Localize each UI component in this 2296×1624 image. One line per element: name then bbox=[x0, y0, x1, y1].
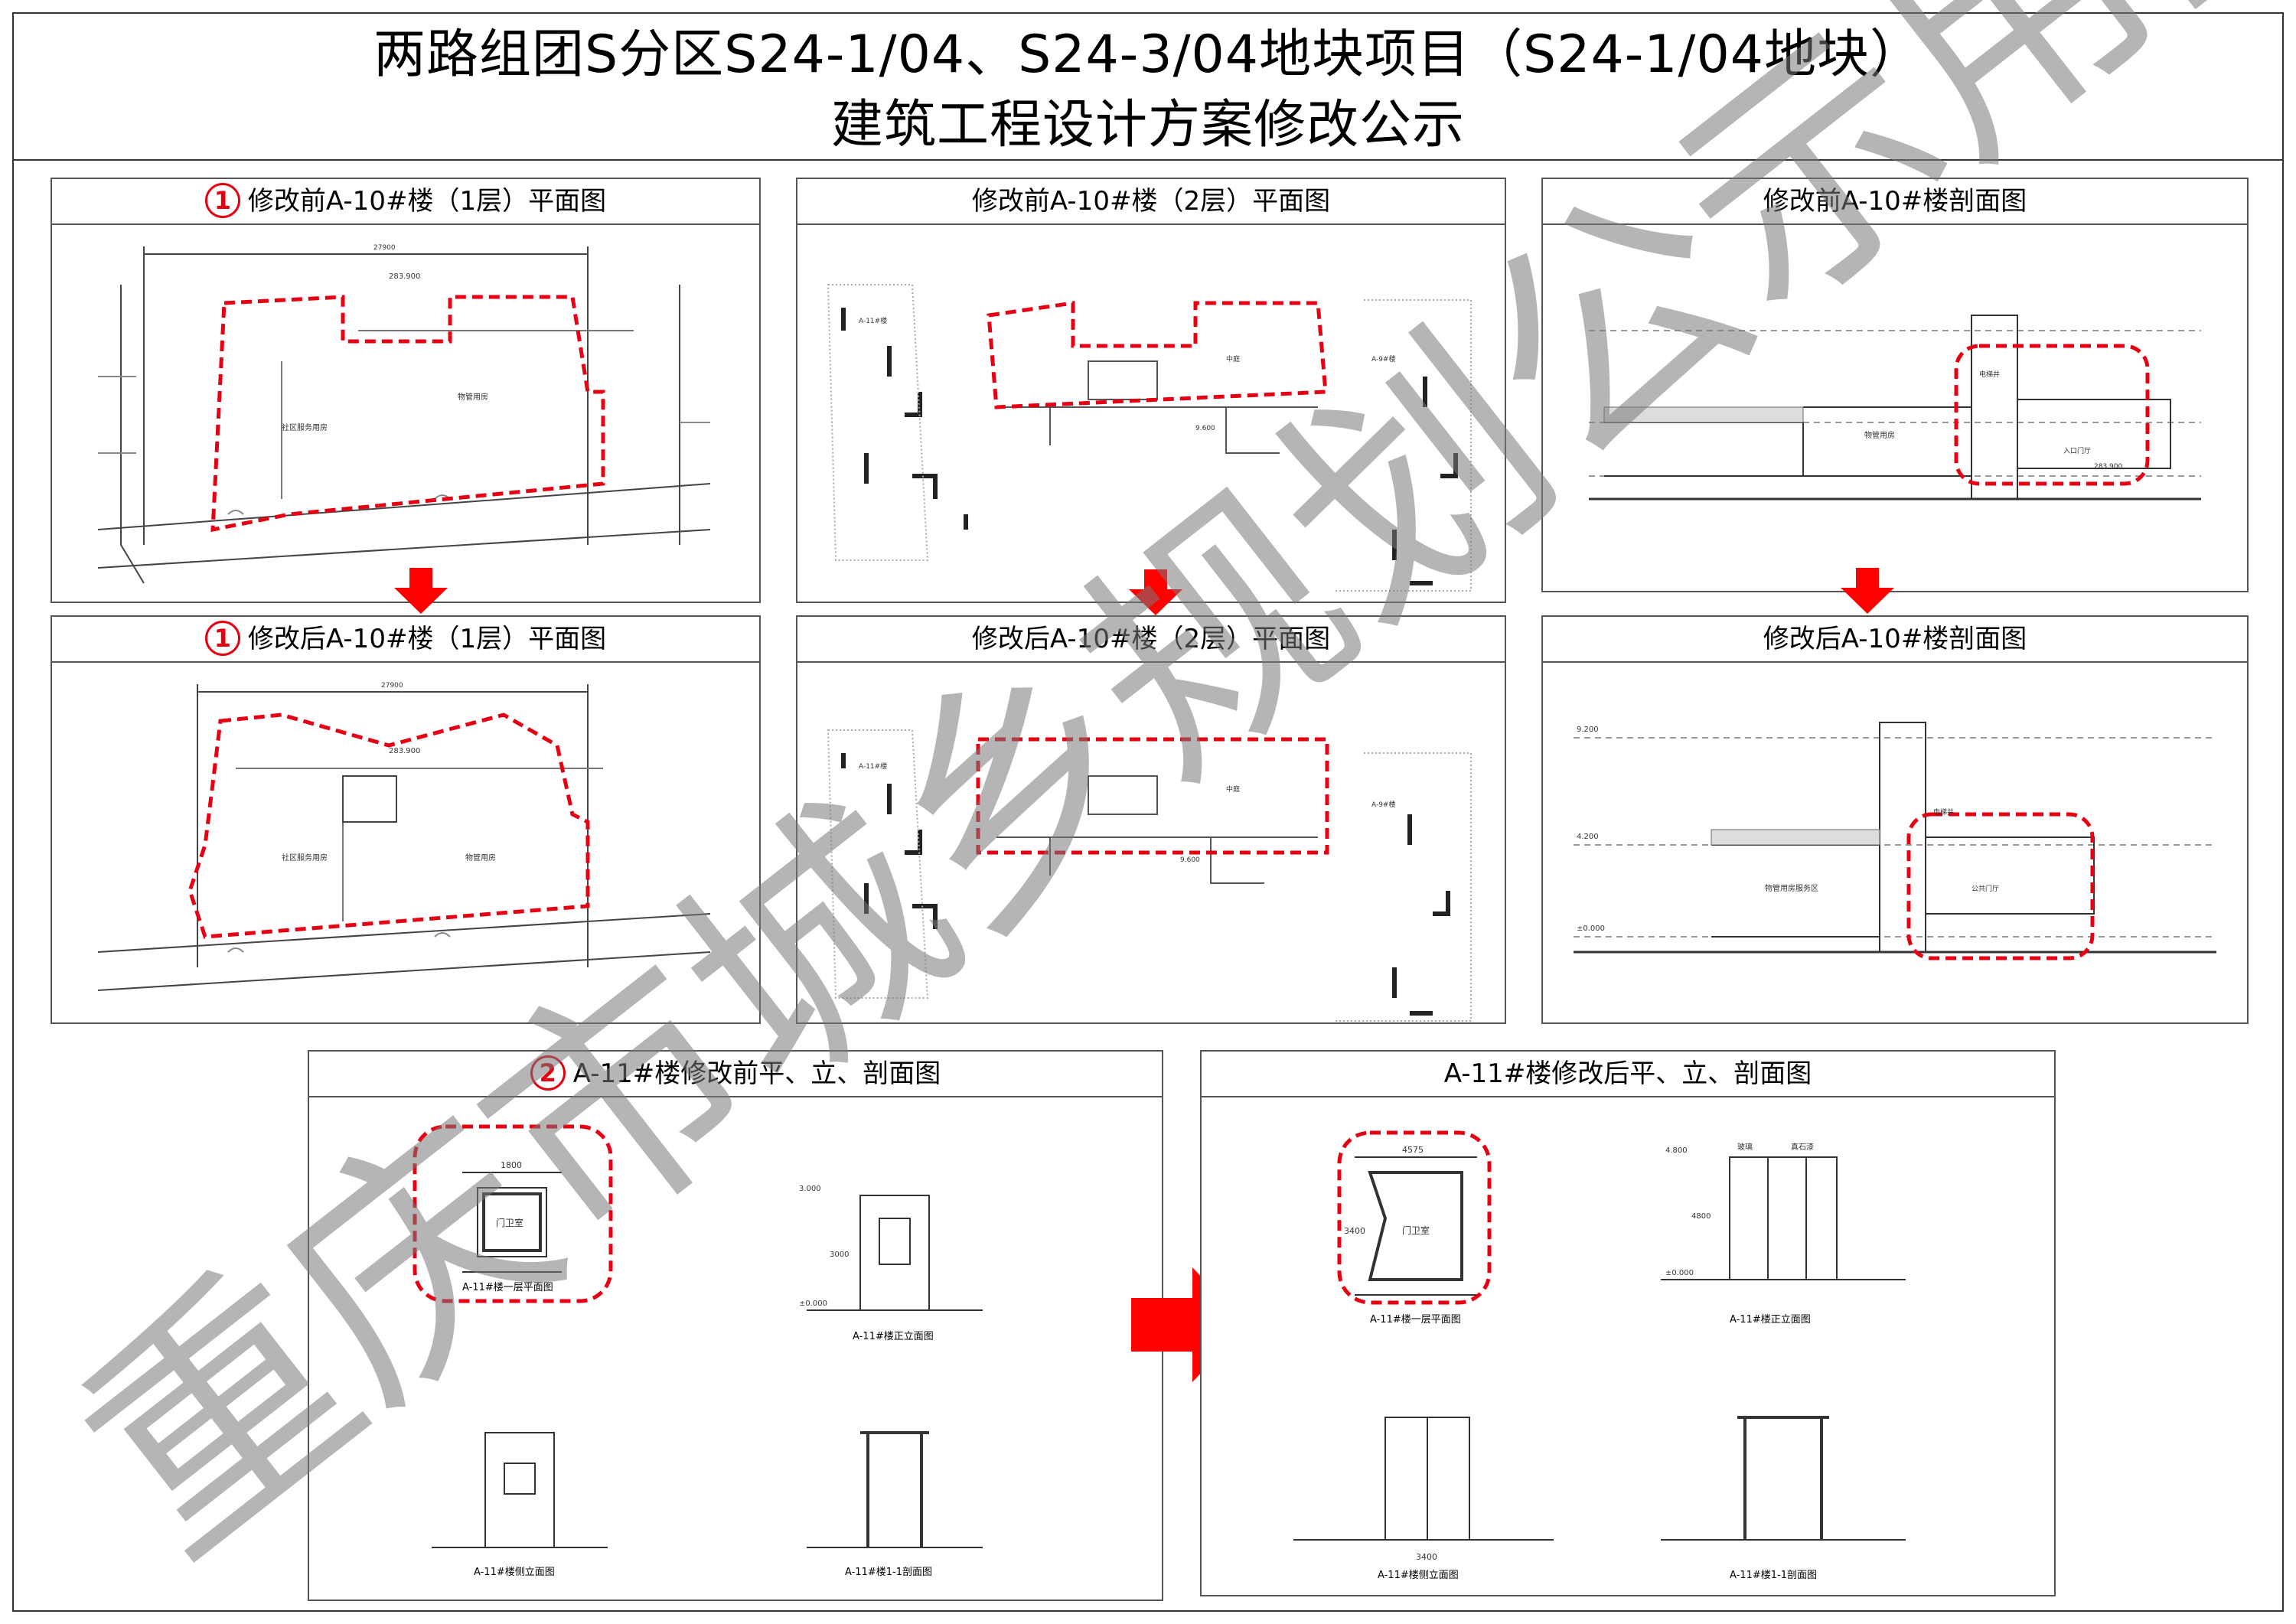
building-label: A-11#楼 bbox=[859, 761, 887, 771]
panel-title: 修改前A-10#楼（2层）平面图 bbox=[797, 179, 1505, 225]
room-label: 中庭 bbox=[1226, 354, 1240, 364]
title-line-2: 建筑工程设计方案修改公示 bbox=[830, 95, 1465, 155]
title-line-1: 两路组团S分区S24-1/04、S24-3/04地块项目（S24-1/04地块） bbox=[373, 24, 1923, 85]
panel-title: A-11#楼修改后平、立、剖面图 bbox=[1202, 1052, 2054, 1097]
drawing-caption: A-11#楼1-1剖面图 bbox=[1730, 1570, 1817, 1581]
dimension-label: 1800 bbox=[501, 1160, 522, 1170]
building-label: A-11#楼 bbox=[859, 316, 887, 325]
dimension-label: 3000 bbox=[830, 1251, 849, 1259]
drawing-caption: A-11#楼侧立面图 bbox=[474, 1567, 555, 1578]
room-label: 物管用房 bbox=[465, 853, 496, 863]
panel-title-text: 修改前A-10#楼（1层）平面图 bbox=[247, 186, 607, 217]
floor-plan-drawing: 社区服务用房 物管用房 283.900 27900 bbox=[97, 244, 711, 584]
panel-title-text: 修改前A-10#楼剖面图 bbox=[1763, 186, 2027, 217]
panel-title-text: 修改后A-10#楼（2层）平面图 bbox=[971, 624, 1331, 654]
elevation-label: ±0.000 bbox=[799, 1300, 827, 1308]
room-label: 物管用房 bbox=[1864, 430, 1895, 440]
panel-title-text: A-11#楼修改后平、立、剖面图 bbox=[1443, 1058, 1812, 1089]
stair-label: 电梯井 bbox=[1979, 370, 2000, 379]
step-badge: 2 bbox=[530, 1055, 566, 1091]
panel-title-text: 修改后A-10#楼剖面图 bbox=[1763, 624, 2027, 654]
room-label: 公共门厅 bbox=[1971, 884, 1999, 893]
panel-after-a11-drawings: A-11#楼修改后平、立、剖面图 门卫室 4575 3400 A-11#楼一层平… bbox=[1200, 1050, 2056, 1596]
floor-plan-drawing: 社区服务用房 物管用房 283.900 27900 bbox=[97, 682, 711, 991]
arrow-down-icon bbox=[1841, 568, 1894, 614]
elevation-label: 9.200 bbox=[1577, 726, 1599, 734]
room-label: 入口门厅 bbox=[2063, 446, 2091, 455]
room-label: 社区服务用房 bbox=[282, 853, 328, 863]
room-label: 门卫室 bbox=[496, 1217, 523, 1228]
elevation-label: 283.900 bbox=[389, 272, 420, 281]
room-label: 门卫室 bbox=[1402, 1225, 1430, 1236]
drawing-caption: A-11#楼一层平面图 bbox=[1370, 1314, 1461, 1326]
section-drawing: 物管用房服务区 电梯井 公共门厅 9.200 4.200 ±0.000 bbox=[1574, 722, 2216, 960]
elevation-label: 3.000 bbox=[799, 1185, 821, 1193]
step-badge: 1 bbox=[204, 620, 240, 656]
title-block: 两路组团S分区S24-1/04、S24-3/04地块项目（S24-1/04地块）… bbox=[12, 12, 2284, 161]
elevation-label: 4.800 bbox=[1665, 1146, 1688, 1155]
gatehouse-drawings: 门卫室 1800 A-11#楼一层平面图 A-11#楼正立面图 A-11#楼侧立… bbox=[413, 1124, 983, 1578]
room-label: 中庭 bbox=[1226, 784, 1240, 794]
dimension-label: 3400 bbox=[1416, 1552, 1437, 1562]
room-label: 物管用房 bbox=[458, 392, 488, 402]
panel-before-a10-2f-plan: 修改前A-10#楼（2层）平面图 A-11#楼 A-9#楼 中庭 9.600 bbox=[796, 178, 1506, 603]
panel-title-text: A-11#楼修改前平、立、剖面图 bbox=[572, 1058, 941, 1089]
panel-before-a10-section: 修改前A-10#楼剖面图 物管用房 电梯井 入口门厅 283.900 bbox=[1541, 178, 2249, 592]
building-label: A-9#楼 bbox=[1371, 354, 1395, 364]
panel-title-text: 修改前A-10#楼（2层）平面图 bbox=[971, 186, 1331, 217]
drawing-caption: A-11#楼一层平面图 bbox=[462, 1282, 553, 1293]
dimension-label: 4575 bbox=[1402, 1145, 1424, 1155]
dimension-label: 27900 bbox=[381, 682, 403, 690]
dimension-label: 3400 bbox=[1344, 1226, 1365, 1236]
panel-title: 修改后A-10#楼（2层）平面图 bbox=[797, 617, 1505, 663]
stair-label: 电梯井 bbox=[1933, 807, 1954, 817]
room-label: 社区服务用房 bbox=[282, 422, 328, 432]
panel-title: 修改后A-10#楼剖面图 bbox=[1543, 617, 2247, 663]
panel-title: 修改前A-10#楼剖面图 bbox=[1543, 179, 2247, 225]
drawing-sheet-border bbox=[12, 12, 2284, 1612]
drawing-caption: A-11#楼正立面图 bbox=[1730, 1314, 1811, 1326]
panel-title-text: 修改后A-10#楼（1层）平面图 bbox=[247, 624, 607, 654]
drawing-caption: A-11#楼正立面图 bbox=[853, 1331, 934, 1342]
building-label: A-9#楼 bbox=[1371, 800, 1395, 809]
elevation-label: 4.200 bbox=[1577, 833, 1599, 841]
elevation-label: 9.600 bbox=[1180, 856, 1200, 864]
dimension-label: 27900 bbox=[373, 244, 396, 252]
drawing-caption: A-11#楼1-1剖面图 bbox=[845, 1567, 932, 1578]
material-label: 玻璃 bbox=[1737, 1142, 1753, 1152]
arrow-down-icon bbox=[394, 568, 448, 614]
elevation-label: 9.600 bbox=[1195, 425, 1215, 432]
elevation-label: ±0.000 bbox=[1665, 1269, 1694, 1277]
arrow-down-icon bbox=[1129, 569, 1182, 615]
elevation-label: 283.900 bbox=[389, 747, 420, 755]
drawing-caption: A-11#楼侧立面图 bbox=[1378, 1570, 1459, 1581]
elevation-label: ±0.000 bbox=[1577, 925, 1605, 933]
elevation-label: 283.900 bbox=[2094, 463, 2122, 471]
section-drawing: 物管用房 电梯井 入口门厅 283.900 bbox=[1589, 315, 2201, 501]
floor-plan-drawing: A-11#楼 A-9#楼 中庭 9.600 bbox=[827, 729, 1472, 1022]
panel-after-a10-2f-plan: 修改后A-10#楼（2层）平面图 A-11#楼 A-9#楼 中庭 9.600 bbox=[796, 615, 1506, 1024]
floor-plan-drawing: A-11#楼 A-9#楼 中庭 9.600 bbox=[827, 284, 1472, 592]
room-label: 物管用房服务区 bbox=[1765, 883, 1818, 893]
panel-after-a10-section: 修改后A-10#楼剖面图 物管用房服务区 电梯井 公共门厅 9.200 4.20… bbox=[1541, 615, 2249, 1024]
material-label: 真石漆 bbox=[1791, 1142, 1814, 1152]
dimension-label: 4800 bbox=[1691, 1212, 1711, 1221]
step-badge: 1 bbox=[204, 182, 240, 218]
gatehouse-drawings: 门卫室 4575 3400 A-11#楼一层平面图 A-11#楼正立面图 A-1… bbox=[1293, 1130, 1906, 1581]
